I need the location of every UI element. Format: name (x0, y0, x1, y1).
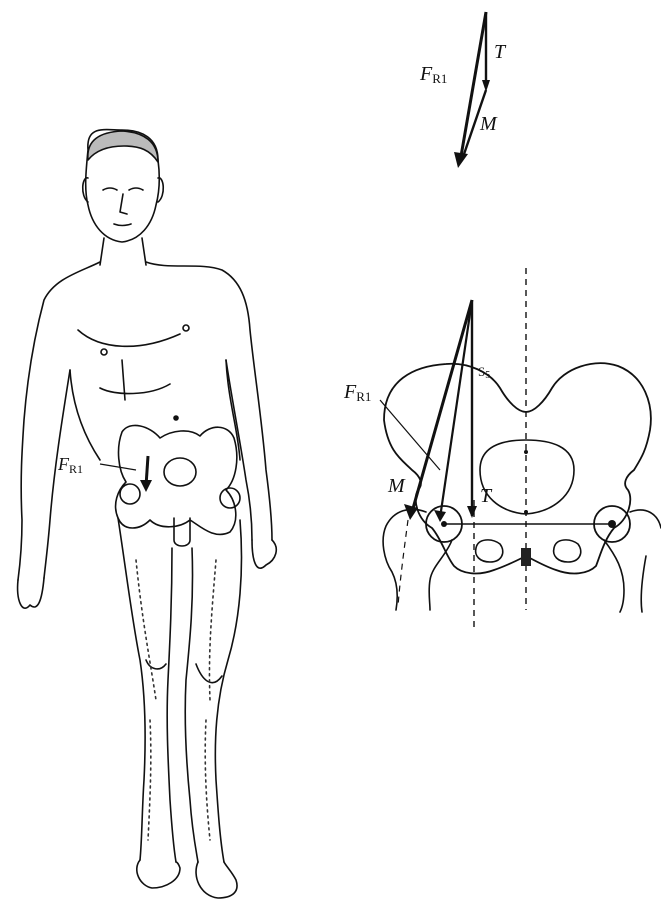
triangle-fr1-label: FR1 (419, 63, 447, 86)
left-hand (18, 578, 44, 608)
hair (88, 131, 158, 162)
navel (174, 416, 178, 420)
left-leg-outer (118, 518, 145, 860)
body-fr1-label: FR1 (57, 454, 83, 476)
right-leg-inner (185, 548, 198, 862)
chest-line (78, 330, 180, 346)
pelvis-fr1-vector (440, 300, 472, 518)
pelvis-diagram (380, 268, 661, 630)
center-mark-lower (524, 510, 528, 514)
right-leg-outer (215, 520, 241, 862)
left-arm-inner (44, 370, 70, 578)
body-left-hip-joint (120, 484, 140, 504)
body-pelvis-inlet (164, 458, 196, 486)
body-fr1-arrowhead (140, 480, 152, 492)
leg-contour-dots (136, 560, 216, 840)
body-fr1-leader (100, 464, 136, 470)
right-obturator (554, 540, 581, 562)
left-knee (146, 660, 166, 669)
pelvis-fr1-label: FR1 (343, 381, 371, 404)
triangle-fr1-arrowhead (454, 152, 468, 168)
right-eye (129, 188, 143, 190)
torso-right (146, 262, 272, 540)
right-hip-center (608, 520, 616, 528)
pelvis-fr1-arrowhead (434, 510, 446, 522)
right-nipple (183, 325, 189, 331)
abdomen-line (100, 360, 170, 400)
waist-left (70, 370, 100, 460)
torso-left (18, 262, 100, 580)
nose (120, 194, 127, 214)
left-foot (137, 860, 180, 888)
body-pelvis-outline (116, 425, 237, 534)
body-right-hip-joint (220, 488, 240, 508)
force-triangle (454, 12, 490, 168)
right-hand (252, 540, 276, 568)
left-leg-inner (167, 548, 176, 862)
triangle-fr1-side (460, 12, 486, 162)
pelvis-t-arrowhead (467, 506, 477, 518)
pubic-symphysis (521, 548, 531, 566)
pelvis-m-vector (412, 300, 472, 512)
triangle-m-label: M (479, 113, 498, 135)
center-mark-upper (524, 450, 528, 454)
left-hip-center (441, 521, 447, 527)
mouth (114, 224, 131, 226)
pelvis-fr1-leader (380, 400, 440, 470)
left-obturator (476, 540, 503, 562)
left-nipple (101, 349, 107, 355)
left-eye (103, 188, 117, 190)
pelvis-m-label: M (387, 475, 406, 497)
body-force-arrow (100, 456, 152, 492)
pelvis-t-label: T (480, 485, 493, 507)
left-femur-dashed (398, 520, 408, 606)
right-foot (196, 862, 237, 898)
s5-label: S5 (478, 364, 490, 381)
triangle-t-label: T (494, 41, 507, 63)
human-figure (18, 130, 277, 898)
